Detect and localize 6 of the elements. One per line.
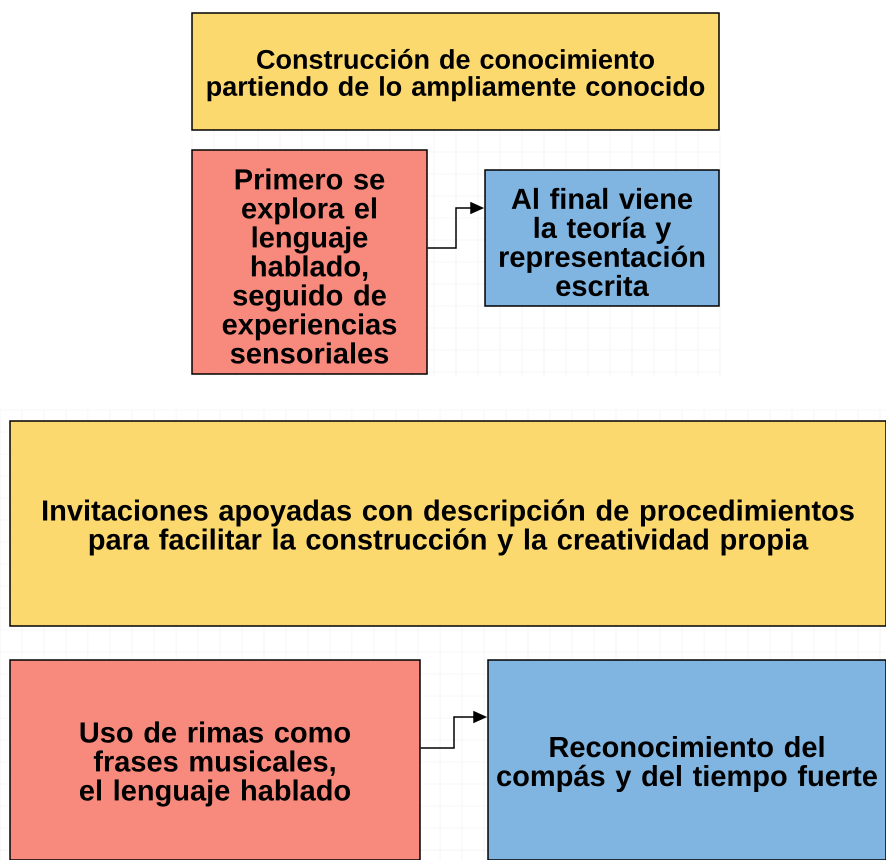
process-box: Uso de rimas como frases musicales, el lenguaje hablado [9, 659, 421, 860]
process-box: Primero se explora el lenguaje hablado, seguido de experiencias sensoriales [191, 149, 428, 375]
process-box: Invitaciones apoyadas con descripción de procedimientos para facilitar la construcción y la creatividad propia [9, 420, 886, 627]
process-box: Reconocimiento del compás y del tiempo fuerte [487, 659, 886, 860]
process-box: Al final viene la teoría y representación escrita [484, 169, 720, 307]
process-box: Construcción de conocimiento partiendo de lo ampliamente conocido [191, 12, 720, 131]
